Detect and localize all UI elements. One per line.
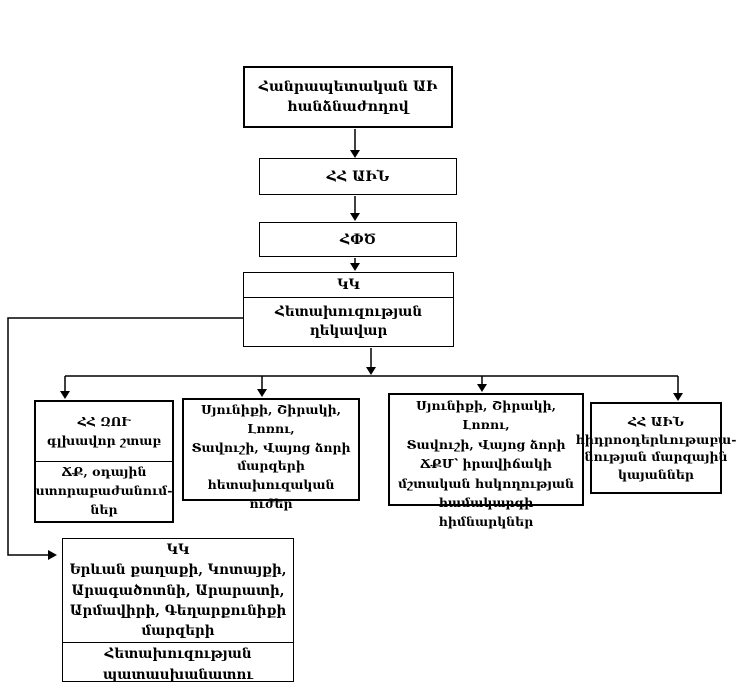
connector-kk-to-marz-kk — [7, 317, 243, 556]
node-rescue-service: ՀՓԾ — [259, 222, 457, 257]
node-title: ԿԿ — [337, 276, 360, 293]
node-ra-mes: ՀՀ ԱԻՆ — [259, 158, 457, 195]
arrow-down-icon — [350, 150, 360, 158]
arrow-down-icon — [366, 367, 376, 375]
node-monitoring-institutions: Սյունիքի, Շիրակի, Լոռու,Տավուշի, Վայոց ձ… — [388, 393, 584, 529]
node-label: ՀՓԾ — [339, 231, 377, 248]
node-label: ՀՀ ԱԻՆ — [326, 168, 390, 185]
arrow-right-icon — [48, 550, 57, 560]
node-label: Սյունիքի, Շիրակի, Լոռու,Տավուշի, Վայոց ձ… — [397, 398, 575, 530]
node-label: Սյունիքի, Շիրակի, Լոռու,Տավուշի, Վայոց ձ… — [191, 402, 351, 511]
arrow-down-icon — [673, 393, 683, 401]
arrow-down-icon — [60, 391, 70, 399]
arrow-down-icon — [257, 389, 267, 397]
arrow-down-icon — [350, 263, 360, 271]
arrow-down-icon — [477, 384, 487, 392]
node-marz-recon-forces: Սյունիքի, Շիրակի, Լոռու,Տավուշի, Վայոց ձ… — [182, 398, 360, 511]
arrow-down-icon — [350, 213, 360, 221]
